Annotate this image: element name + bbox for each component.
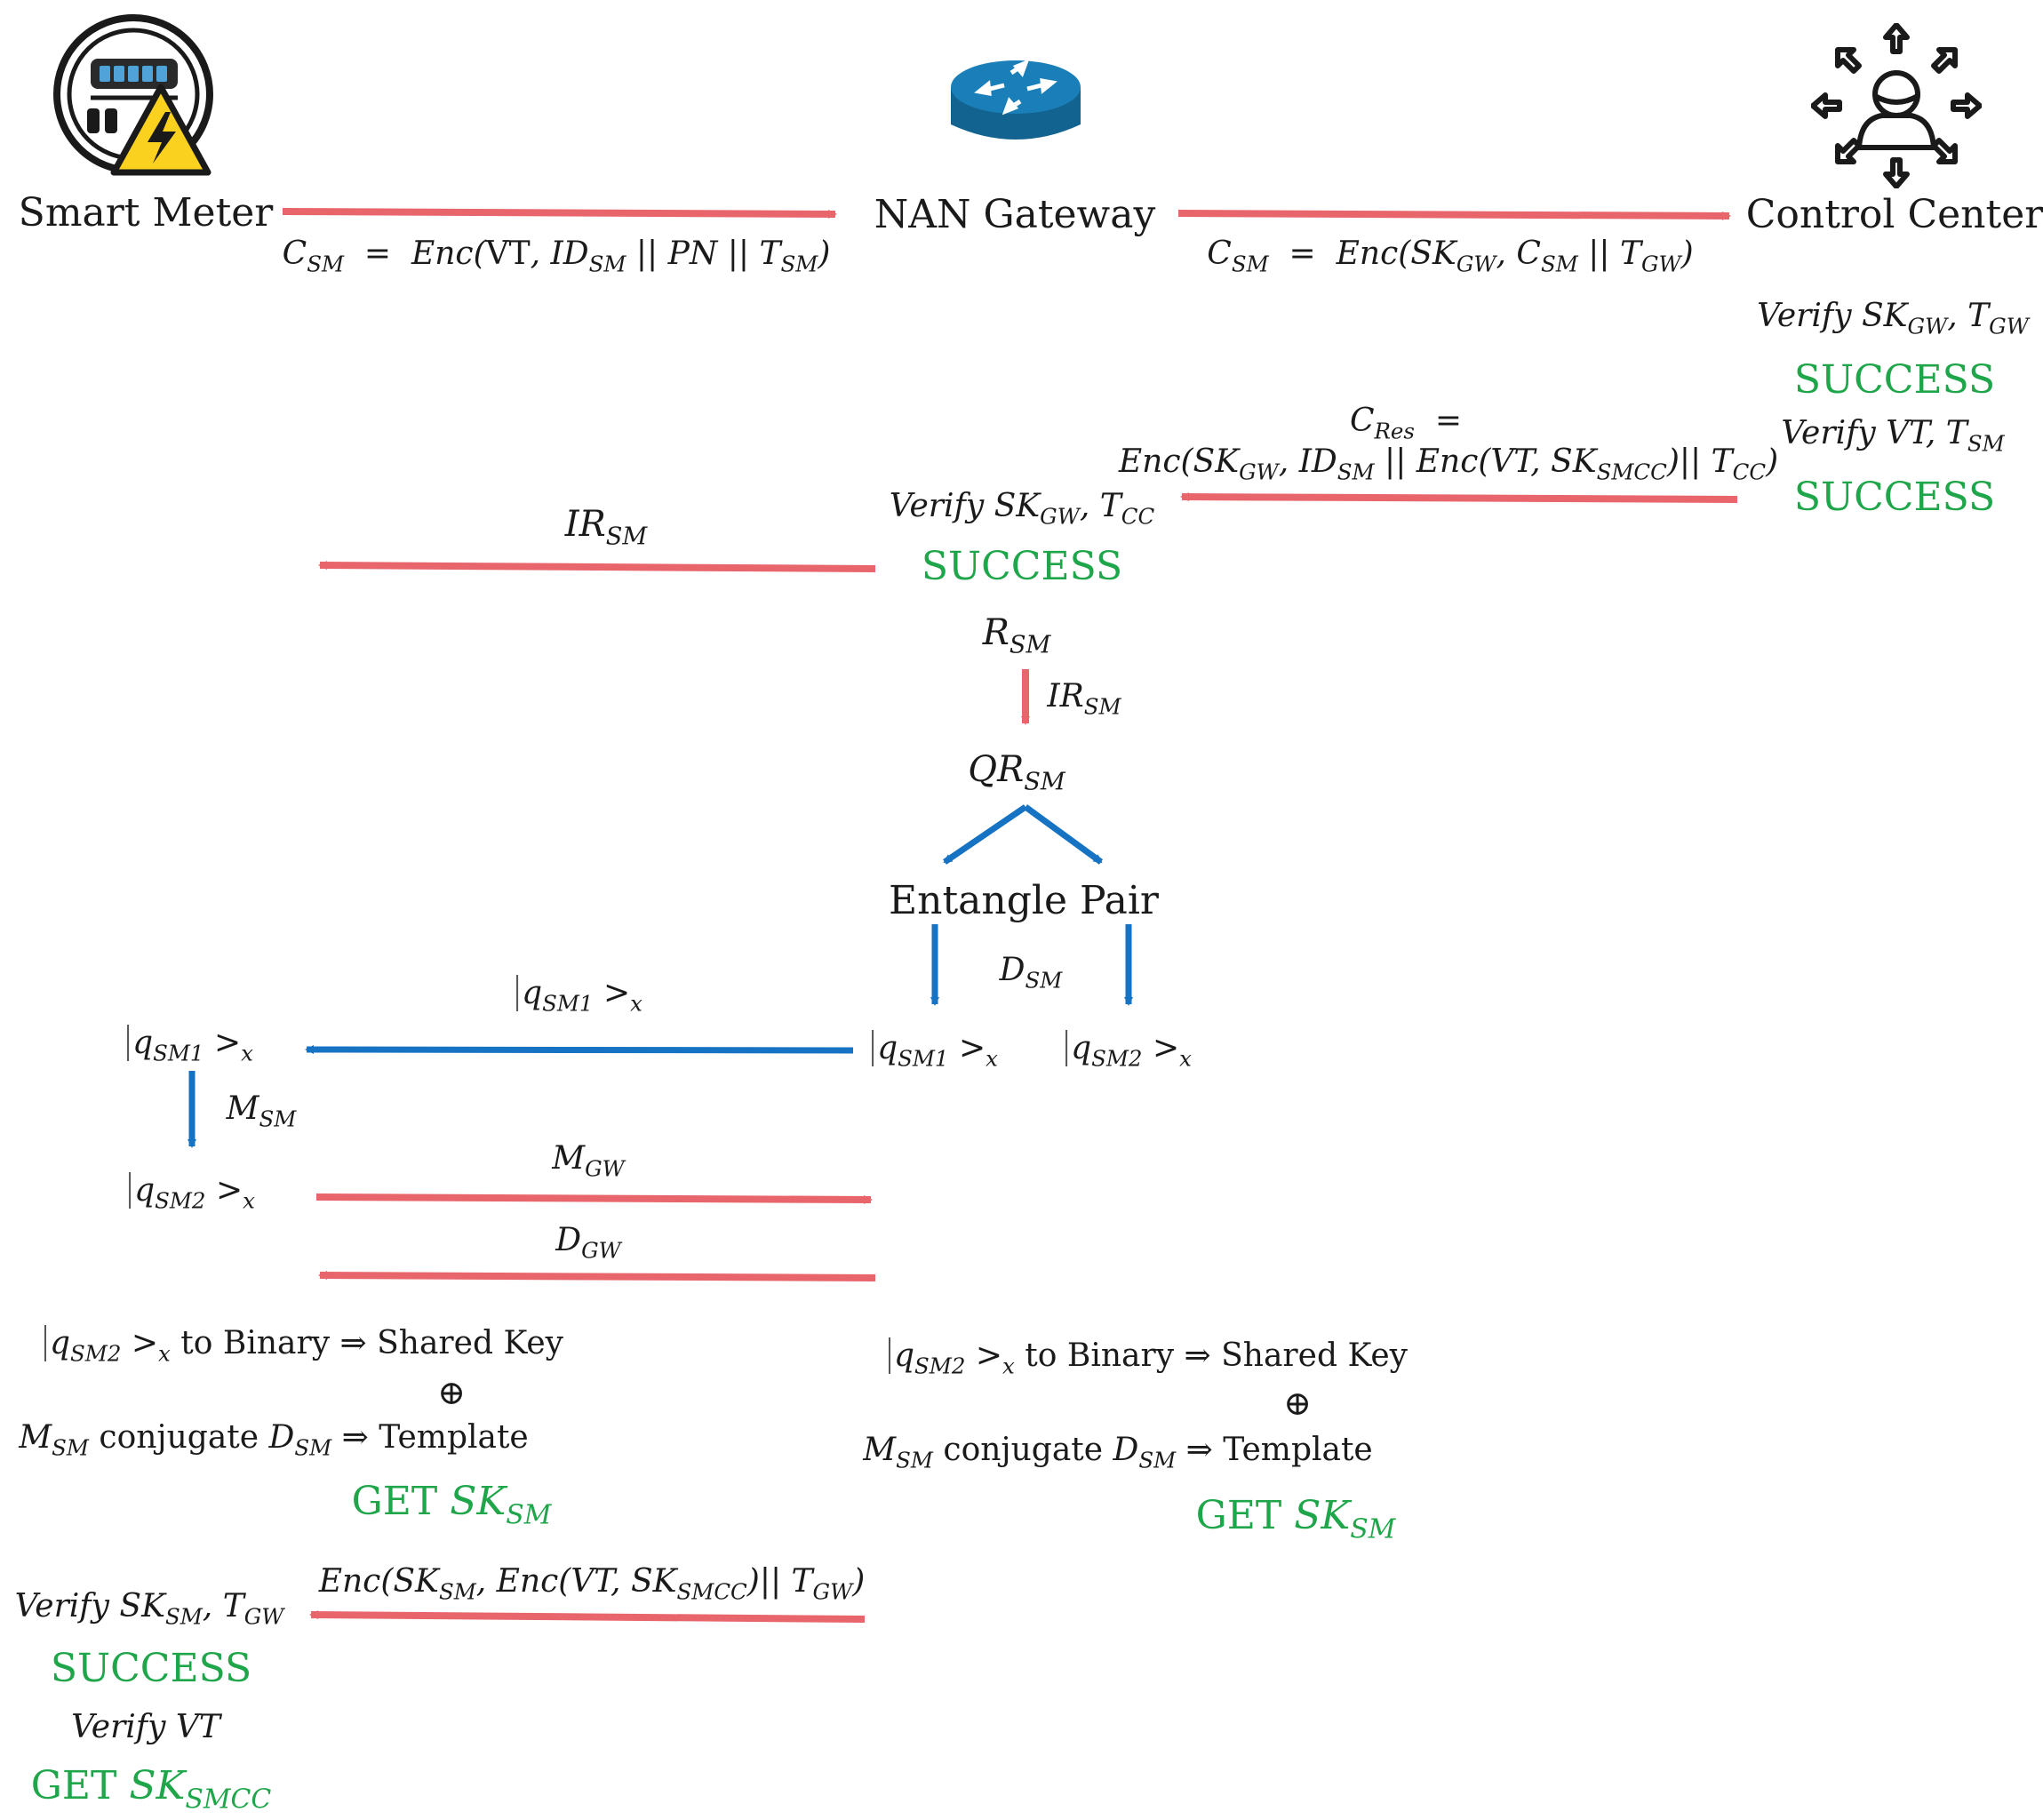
arrow-gw-to-cc: [1177, 210, 1731, 220]
msg-ir-sm: IRSM: [564, 504, 648, 551]
cc-success-1: SUCCESS: [1793, 357, 1996, 403]
msg-cres-label: CRes =: [1349, 403, 1463, 444]
gw-binary-line: qSM2 >x to Binary ⇒ Shared Key: [888, 1337, 1408, 1377]
arrow-sm-to-gw: [282, 208, 837, 219]
xor-symbol-left: ⊕: [437, 1373, 466, 1412]
qubit-transfer-label: qSM1 >x: [516, 975, 642, 1015]
router-icon: [951, 59, 1081, 140]
mgw-label: MGW: [552, 1140, 625, 1182]
control-center-label: Control Center: [1745, 192, 2043, 237]
arrow-cc-to-gw: [1180, 492, 1738, 503]
xor-symbol-right: ⊕: [1283, 1384, 1312, 1423]
sm-verify-vt: Verify VT: [71, 1709, 220, 1745]
gateway-label: NAN Gateway: [874, 192, 1156, 237]
sm-qubit-2: qSM2 >x: [129, 1172, 255, 1212]
arrow-qrsm-left: [943, 804, 1027, 865]
cc-verify-gw: Verify SKGW, TGW: [1757, 298, 2029, 339]
ir-sm-step: IRSM: [1047, 678, 1121, 720]
sm-get-smcc: GET SKSMCC: [30, 1763, 272, 1816]
sm-qubit-1: qSM1 >x: [127, 1025, 253, 1065]
entangle-pair-label: Entangle Pair: [889, 878, 1159, 923]
gw-template-line: MSM conjugate DSM ⇒ Template: [863, 1432, 1373, 1473]
arrow-dgw: [318, 1271, 876, 1281]
msg-final-enc: Enc(SKSM, Enc(VT, SKSMCC)|| TGW): [318, 1563, 866, 1605]
arrow-gw-to-sm-ir: [318, 561, 876, 572]
qrsm-label: QRSM: [968, 749, 1065, 796]
gw-success: SUCCESS: [921, 544, 1123, 589]
sm-get-key: GET SKSM: [351, 1479, 552, 1531]
gw-get-key: GET SKSM: [1195, 1493, 1396, 1545]
control-center-network-icon: [1811, 23, 1982, 188]
sm-verify-gw: Verify SKSM, TGW: [14, 1588, 284, 1630]
cc-verify-vt: Verify VT, TSM: [1781, 415, 2005, 457]
arrow-qrsm-right: [1023, 804, 1104, 865]
rsm-label: RSM: [982, 612, 1051, 659]
gw-qubit-1: qSM1 >x: [872, 1030, 998, 1070]
smart-meter-warning-icon: [53, 14, 213, 176]
arrow-final-key: [309, 1610, 866, 1623]
sm-binary-line: qSM2 >x to Binary ⇒ Shared Key: [44, 1325, 563, 1365]
smart-meter-label: Smart Meter: [18, 190, 274, 235]
dsm-label: DSM: [999, 952, 1063, 994]
sm-success: SUCCESS: [50, 1646, 252, 1691]
sm-template-line: MSM conjugate DSM ⇒ Template: [19, 1419, 529, 1461]
msg-cres-body: Enc(SKGW, IDSM || Enc(VT, SKSMCC)|| TCC): [1118, 443, 1779, 485]
msg-sm-request: CSM = Enc(VT, IDSM || PN || TSM): [282, 235, 831, 277]
arrow-mgw: [315, 1193, 873, 1204]
gw-verify-cc: Verify SKGW, TCC: [889, 488, 1155, 530]
dgw-label: DGW: [555, 1222, 621, 1264]
cc-success-2: SUCCESS: [1793, 475, 1996, 520]
gw-qubit-2: qSM2 >x: [1065, 1030, 1192, 1070]
msm-label: MSM: [226, 1090, 297, 1132]
msg-gw-forward: CSM = Enc(SKGW, CSM || TGW): [1207, 235, 1694, 277]
